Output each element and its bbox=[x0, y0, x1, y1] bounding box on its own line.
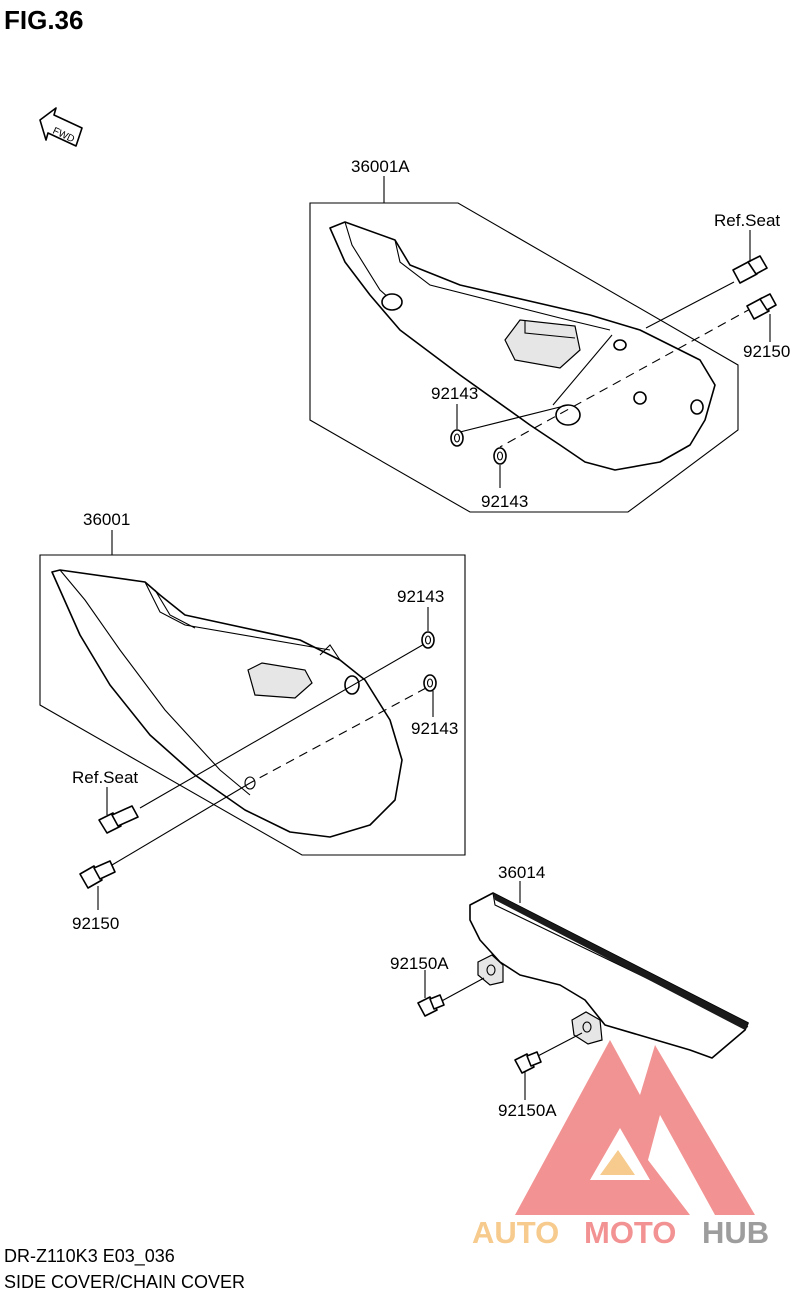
callout-36001A: 36001A bbox=[351, 157, 410, 176]
bolt-refseat-top bbox=[732, 255, 768, 284]
washer-92143-b bbox=[493, 447, 507, 465]
seat-latch-36001 bbox=[247, 662, 313, 699]
callout-92150-top: 92150 bbox=[743, 342, 790, 361]
side-cover-36001 bbox=[51, 569, 403, 838]
callout-92143-a: 92143 bbox=[431, 384, 478, 403]
callout-92150-left: 92150 bbox=[72, 914, 119, 933]
chain-cover-edge bbox=[493, 893, 748, 1030]
group-box-36001A bbox=[309, 202, 739, 513]
logo-text-hub: HUB bbox=[702, 1215, 769, 1250]
callout-36014: 36014 bbox=[498, 863, 545, 882]
callout-refseat-left: Ref.Seat bbox=[72, 768, 138, 787]
group-36014: 36014 92150A 92150A bbox=[390, 863, 749, 1120]
bolt-92150A-b bbox=[514, 1051, 542, 1074]
group-box-36001 bbox=[39, 554, 466, 856]
washer-92143-a bbox=[450, 429, 464, 447]
section-name: SIDE COVER/CHAIN COVER bbox=[4, 1272, 245, 1292]
logo-text-moto: MOTO bbox=[584, 1215, 676, 1250]
callout-refseat-top: Ref.Seat bbox=[714, 211, 780, 230]
callout-92143-d: 92143 bbox=[411, 719, 458, 738]
logo-text-auto: AUTO bbox=[472, 1215, 559, 1250]
bolt-92150-top bbox=[746, 293, 777, 320]
bolt-refseat-left bbox=[98, 805, 139, 834]
chain-cover-36014 bbox=[469, 892, 749, 1059]
callout-92143-c: 92143 bbox=[397, 587, 444, 606]
bolt-92150A-a bbox=[417, 994, 445, 1017]
automotohub-logo: AUTO MOTO HUB bbox=[472, 1040, 769, 1250]
washer-92143-c bbox=[421, 631, 435, 649]
callout-92143-b: 92143 bbox=[481, 492, 528, 511]
figure-title: FIG.36 bbox=[4, 5, 83, 35]
logo-triangle-mark bbox=[515, 1040, 755, 1215]
mount-tab-a bbox=[477, 954, 504, 986]
model-code: DR-Z110K3 E03_036 bbox=[4, 1246, 175, 1267]
group-36001: 36001 92143 92143 Ref.Seat bbox=[39, 510, 466, 933]
callout-92150A-a: 92150A bbox=[390, 954, 449, 973]
washer-92143-d bbox=[423, 674, 437, 692]
seat-latch-36001A bbox=[504, 319, 581, 369]
mount-tab-b bbox=[571, 1011, 603, 1045]
callout-92150A-b: 92150A bbox=[498, 1101, 557, 1120]
group-36001A: 36001A Ref.Seat 92150 bbox=[309, 157, 790, 513]
callout-36001: 36001 bbox=[83, 510, 130, 529]
fwd-arrow-icon: FWD bbox=[39, 107, 83, 147]
bolt-92150-left bbox=[79, 860, 116, 889]
